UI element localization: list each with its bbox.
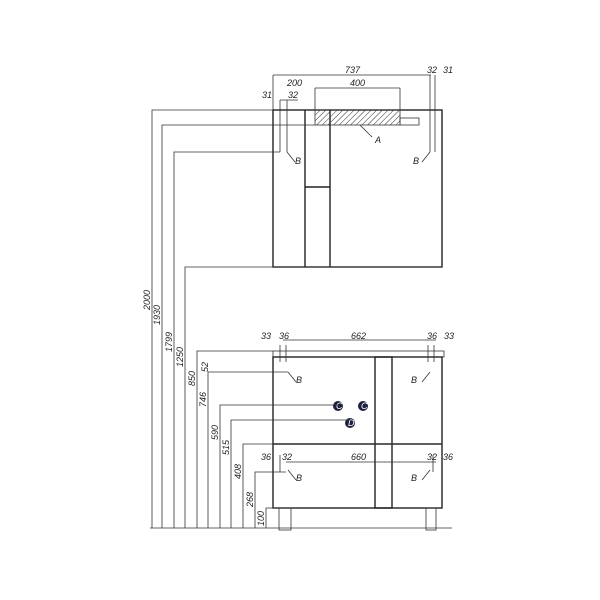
height-label-850: 850 bbox=[187, 371, 197, 386]
height-label-2000: 2000 bbox=[142, 290, 152, 311]
marker-c bbox=[358, 401, 368, 411]
height-leader-line bbox=[242, 443, 442, 528]
dim-36-left: 36 bbox=[279, 331, 289, 341]
height-leader-line bbox=[151, 109, 273, 528]
dim-36-right: 36 bbox=[427, 331, 437, 341]
height-leader-line bbox=[219, 404, 338, 528]
height-leader-line bbox=[265, 507, 279, 528]
height-label-1930: 1930 bbox=[152, 305, 162, 325]
dim-400: 400 bbox=[350, 78, 365, 88]
height-label-746: 746 bbox=[198, 392, 208, 407]
height-leader-line bbox=[184, 266, 442, 528]
height-leader-line bbox=[161, 124, 315, 528]
height-label-100: 100 bbox=[256, 511, 266, 526]
label-c: C bbox=[361, 401, 368, 411]
upper-dimensions: 737 200 400 31 32 32 31 A B B bbox=[262, 65, 453, 166]
height-label-1250: 1250 bbox=[175, 347, 185, 367]
dim-660: 660 bbox=[351, 452, 366, 462]
height-leader-line bbox=[196, 350, 273, 528]
label-b: B bbox=[411, 375, 417, 385]
label-b: B bbox=[411, 473, 417, 483]
marker-d bbox=[345, 418, 355, 428]
height-label-590: 590 bbox=[210, 425, 220, 440]
height-label-1799: 1799 bbox=[164, 332, 174, 352]
label-b: B bbox=[296, 375, 302, 385]
dim-32-right: 32 bbox=[427, 65, 437, 75]
dim-32-left: 32 bbox=[288, 90, 298, 100]
dim-33-left: 33 bbox=[261, 331, 271, 341]
height-leader-line bbox=[230, 419, 350, 528]
marker-c bbox=[333, 401, 343, 411]
upper-cabinet bbox=[272, 109, 443, 268]
height-leader-line bbox=[207, 371, 288, 528]
label-b: B bbox=[413, 156, 419, 166]
dim-200: 200 bbox=[286, 78, 302, 88]
label-a: A bbox=[374, 135, 381, 145]
dim-32-right-low: 32 bbox=[427, 452, 437, 462]
height-leader-line bbox=[254, 471, 286, 528]
height-label-408: 408 bbox=[233, 464, 243, 479]
height-label-515: 515 bbox=[221, 439, 231, 455]
label-d: D bbox=[348, 418, 355, 428]
dim-32-left-low: 32 bbox=[282, 452, 292, 462]
dim-36-left-low: 36 bbox=[261, 452, 271, 462]
label-b: B bbox=[295, 156, 301, 166]
dim-36-right-low: 36 bbox=[443, 452, 453, 462]
lower-dimensions: 33 36 662 36 33 36 32 660 32 36 B B B B bbox=[261, 331, 454, 483]
label-c: C bbox=[336, 401, 343, 411]
dim-662: 662 bbox=[351, 331, 366, 341]
dim-33-right: 33 bbox=[444, 331, 454, 341]
dim-31-left: 31 bbox=[262, 90, 272, 100]
dim-52: 52 bbox=[200, 362, 210, 372]
dim-737: 737 bbox=[345, 65, 361, 75]
height-leader-line bbox=[173, 151, 280, 528]
label-b: B bbox=[296, 473, 302, 483]
height-label-268: 268 bbox=[245, 492, 255, 508]
dim-31-right: 31 bbox=[443, 65, 453, 75]
